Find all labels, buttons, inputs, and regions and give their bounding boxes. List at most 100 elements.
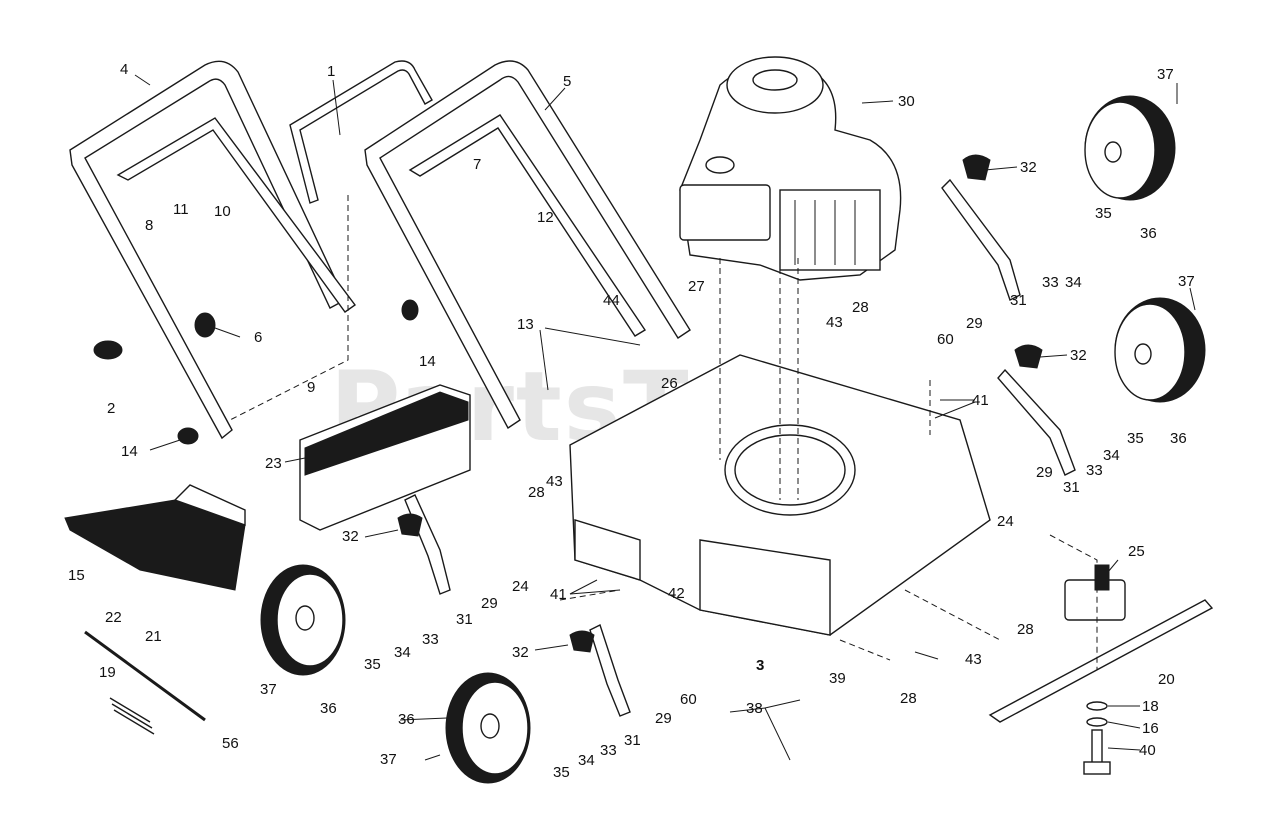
part-label: 3 — [756, 657, 764, 674]
height-adjuster — [997, 368, 1076, 476]
mower-deck — [569, 354, 991, 636]
handle-knob — [401, 299, 419, 321]
part-label: 34 — [1065, 274, 1082, 291]
part-label: 27 — [688, 278, 705, 295]
part-label: 32 — [1020, 159, 1037, 176]
part-label: 29 — [966, 315, 983, 332]
part-label: 15 — [68, 567, 85, 584]
part-label: 33 — [600, 742, 617, 759]
part-label: 34 — [578, 752, 595, 769]
upper-handle — [364, 60, 691, 430]
part-label: 12 — [537, 209, 554, 226]
part-label: 32 — [1070, 347, 1087, 364]
part-label: 14 — [419, 353, 436, 370]
part-label: 34 — [1103, 447, 1120, 464]
part-label: 39 — [829, 670, 846, 687]
part-label: 28 — [528, 484, 545, 501]
part-label-group: 1 2 3 4 5 6 7 8 9 10 11 12 13 14 14 15 1… — [68, 61, 1195, 781]
part-label: 19 — [99, 664, 116, 681]
part-label: 25 — [1128, 543, 1145, 560]
height-adjuster — [589, 624, 631, 717]
engine — [679, 56, 902, 281]
part-label: 37 — [1178, 273, 1195, 290]
part-label: 43 — [546, 473, 563, 490]
part-label: 30 — [898, 93, 915, 110]
part-label: 1 — [327, 63, 335, 80]
part-label: 29 — [481, 595, 498, 612]
part-label: 32 — [512, 644, 529, 661]
part-label: 24 — [512, 578, 529, 595]
part-label: 42 — [668, 585, 685, 602]
wheel-rear-top — [1084, 95, 1176, 201]
part-label: 28 — [900, 690, 917, 707]
part-label: 44 — [603, 292, 620, 309]
adjuster-knob — [1014, 344, 1043, 369]
blade — [988, 599, 1214, 723]
part-label: 56 — [222, 735, 239, 752]
part-label: 28 — [852, 299, 869, 316]
part-label: 5 — [563, 73, 571, 90]
rear-axle — [84, 630, 206, 722]
part-label: 41 — [550, 586, 567, 603]
part-label: 13 — [517, 316, 534, 333]
leader-lines — [134, 74, 1196, 761]
part-label: 34 — [394, 644, 411, 661]
part-label: 35 — [553, 764, 570, 781]
adjuster-knob — [962, 154, 991, 181]
part-label: 36 — [398, 711, 415, 728]
part-label: 36 — [1170, 430, 1187, 447]
part-label: 36 — [1140, 225, 1157, 242]
part-label: 2 — [107, 400, 115, 417]
part-label: 29 — [1036, 464, 1053, 481]
part-label: 31 — [456, 611, 473, 628]
part-label: 28 — [1017, 621, 1034, 638]
adjuster-knob — [569, 630, 595, 653]
part-label: 37 — [260, 681, 277, 698]
part-label: 16 — [1142, 720, 1159, 737]
part-label: 31 — [1063, 479, 1080, 496]
part-label: 9 — [307, 379, 315, 396]
part-label: 60 — [680, 691, 697, 708]
wheel-front-left — [260, 564, 346, 676]
control-bail — [289, 60, 433, 204]
part-label: 37 — [1157, 66, 1174, 83]
part-label: 11 — [173, 201, 189, 218]
part-label: 4 — [120, 61, 128, 78]
part-label: 60 — [937, 331, 954, 348]
part-label: 35 — [364, 656, 381, 673]
lower-handle — [69, 60, 356, 440]
adjuster-knob — [397, 513, 423, 537]
grass-bag — [64, 484, 246, 591]
wheel-front-right — [445, 672, 531, 784]
part-label: 29 — [655, 710, 672, 727]
rear-deflector — [299, 384, 471, 531]
part-label: 33 — [422, 631, 439, 648]
part-label: 40 — [1139, 742, 1156, 759]
part-label: 33 — [1042, 274, 1059, 291]
part-label: 8 — [145, 217, 153, 234]
blade-bolt — [1083, 701, 1111, 775]
part-label: 6 — [254, 329, 262, 346]
part-label: 31 — [624, 732, 641, 749]
part-label: 35 — [1127, 430, 1144, 447]
part-label: 7 — [473, 156, 481, 173]
part-label: 24 — [997, 513, 1014, 530]
part-label: 14 — [121, 443, 138, 460]
part-label: 26 — [661, 375, 678, 392]
part-label: 22 — [105, 609, 122, 626]
part-label: 41 — [972, 392, 989, 409]
blade-adapter — [1064, 564, 1126, 621]
wheel-rear-bottom — [1114, 297, 1206, 403]
part-label: 20 — [1158, 671, 1175, 688]
height-adjuster — [941, 178, 1021, 301]
part-label: 43 — [965, 651, 982, 668]
part-label: 36 — [320, 700, 337, 717]
part-label: 32 — [342, 528, 359, 545]
part-label: 21 — [145, 628, 162, 645]
part-label: 35 — [1095, 205, 1112, 222]
handle-knob — [194, 312, 216, 338]
part-label: 23 — [265, 455, 282, 472]
part-label: 38 — [746, 700, 763, 717]
height-adjuster — [404, 494, 451, 595]
